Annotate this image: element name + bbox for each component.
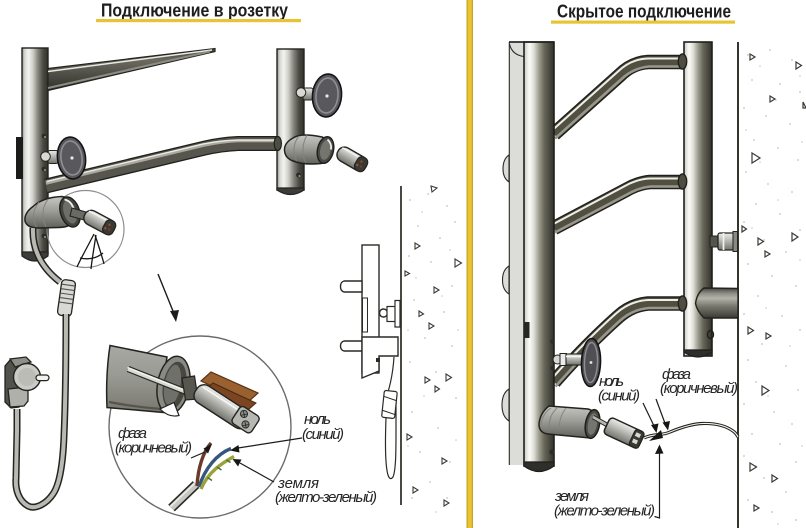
svg-text:фаза: фаза bbox=[662, 366, 691, 383]
svg-text:фаза: фаза bbox=[118, 425, 147, 442]
svg-text:земля: земля bbox=[554, 488, 589, 505]
svg-text:(желто-зеленый): (желто-зеленый) bbox=[554, 503, 655, 520]
svg-text:(синий): (синий) bbox=[302, 426, 344, 443]
svg-text:Подключение в розетку: Подключение в розетку bbox=[101, 1, 288, 21]
svg-text:(синий): (синий) bbox=[598, 388, 640, 405]
svg-text:ноль: ноль bbox=[304, 411, 331, 428]
svg-text:(коричневый): (коричневый) bbox=[660, 380, 738, 397]
svg-text:(желто-зеленый): (желто-зеленый) bbox=[275, 489, 377, 506]
svg-text:земля: земля bbox=[277, 475, 319, 492]
svg-text:Скрытое подключение: Скрытое подключение bbox=[557, 2, 731, 22]
svg-text:(коричневый): (коричневый) bbox=[115, 440, 192, 457]
svg-text:ноль: ноль bbox=[599, 373, 624, 390]
